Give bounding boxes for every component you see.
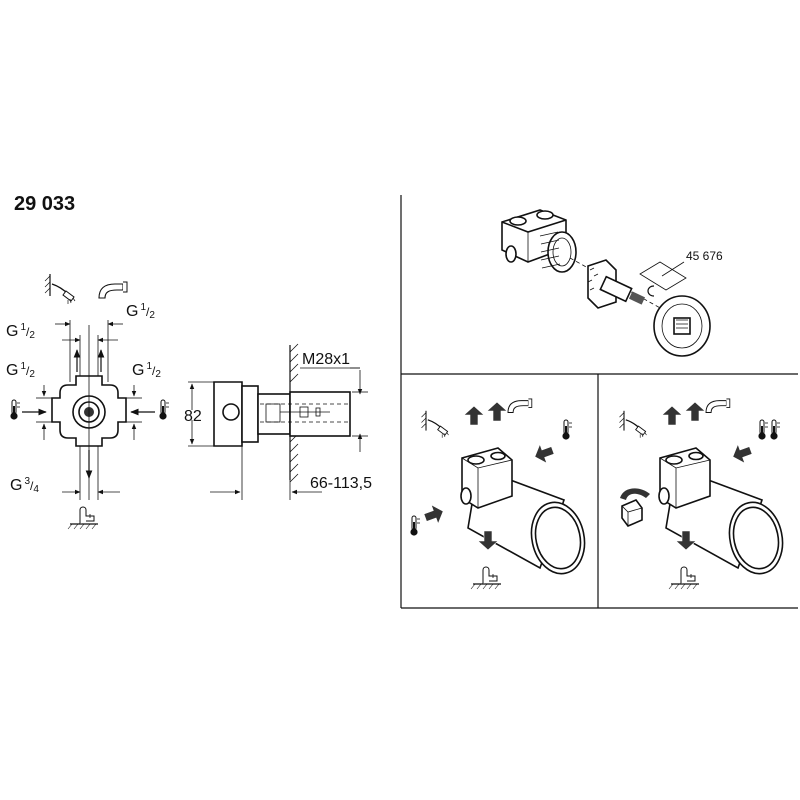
thermometer-icon — [409, 515, 421, 537]
panel-frame — [400, 195, 798, 609]
depth-range-dimension: 66-113,5 — [310, 475, 372, 492]
thermometer-icon — [158, 399, 170, 421]
exploded-view — [501, 209, 711, 357]
flow-arrow-up — [684, 401, 706, 422]
install-panel-standard — [460, 447, 586, 575]
flow-arrow-in — [531, 440, 557, 467]
bath-filler-icon — [67, 506, 99, 530]
thermometer-icon — [757, 419, 769, 441]
side-view — [188, 343, 368, 500]
hand-shower-icon — [420, 410, 450, 439]
spout-icon — [507, 398, 533, 413]
flow-arrow-in — [421, 501, 447, 528]
thermometer-icon — [561, 419, 573, 441]
bath-filler-icon — [668, 566, 700, 590]
product-number: 29 033 — [14, 193, 75, 215]
flow-arrow-up — [463, 405, 485, 426]
flow-arrow-up — [486, 401, 508, 422]
cap-thread-dimension: M28x1 — [302, 351, 350, 368]
hand-shower-icon — [618, 410, 648, 439]
install-panel-alternate — [620, 447, 784, 575]
thermometer-icon — [769, 419, 781, 441]
front-view — [22, 320, 155, 500]
flow-arrow-in — [729, 440, 755, 467]
flow-arrow-up — [661, 405, 683, 426]
thermometer-icon — [9, 399, 21, 421]
spout-icon — [705, 398, 731, 413]
spout-icon — [98, 281, 128, 299]
cartridge-part-number: 45 676 — [686, 249, 723, 263]
height-dimension: 82 — [184, 408, 202, 425]
hand-shower-icon — [44, 273, 76, 305]
bath-filler-icon — [470, 566, 502, 590]
